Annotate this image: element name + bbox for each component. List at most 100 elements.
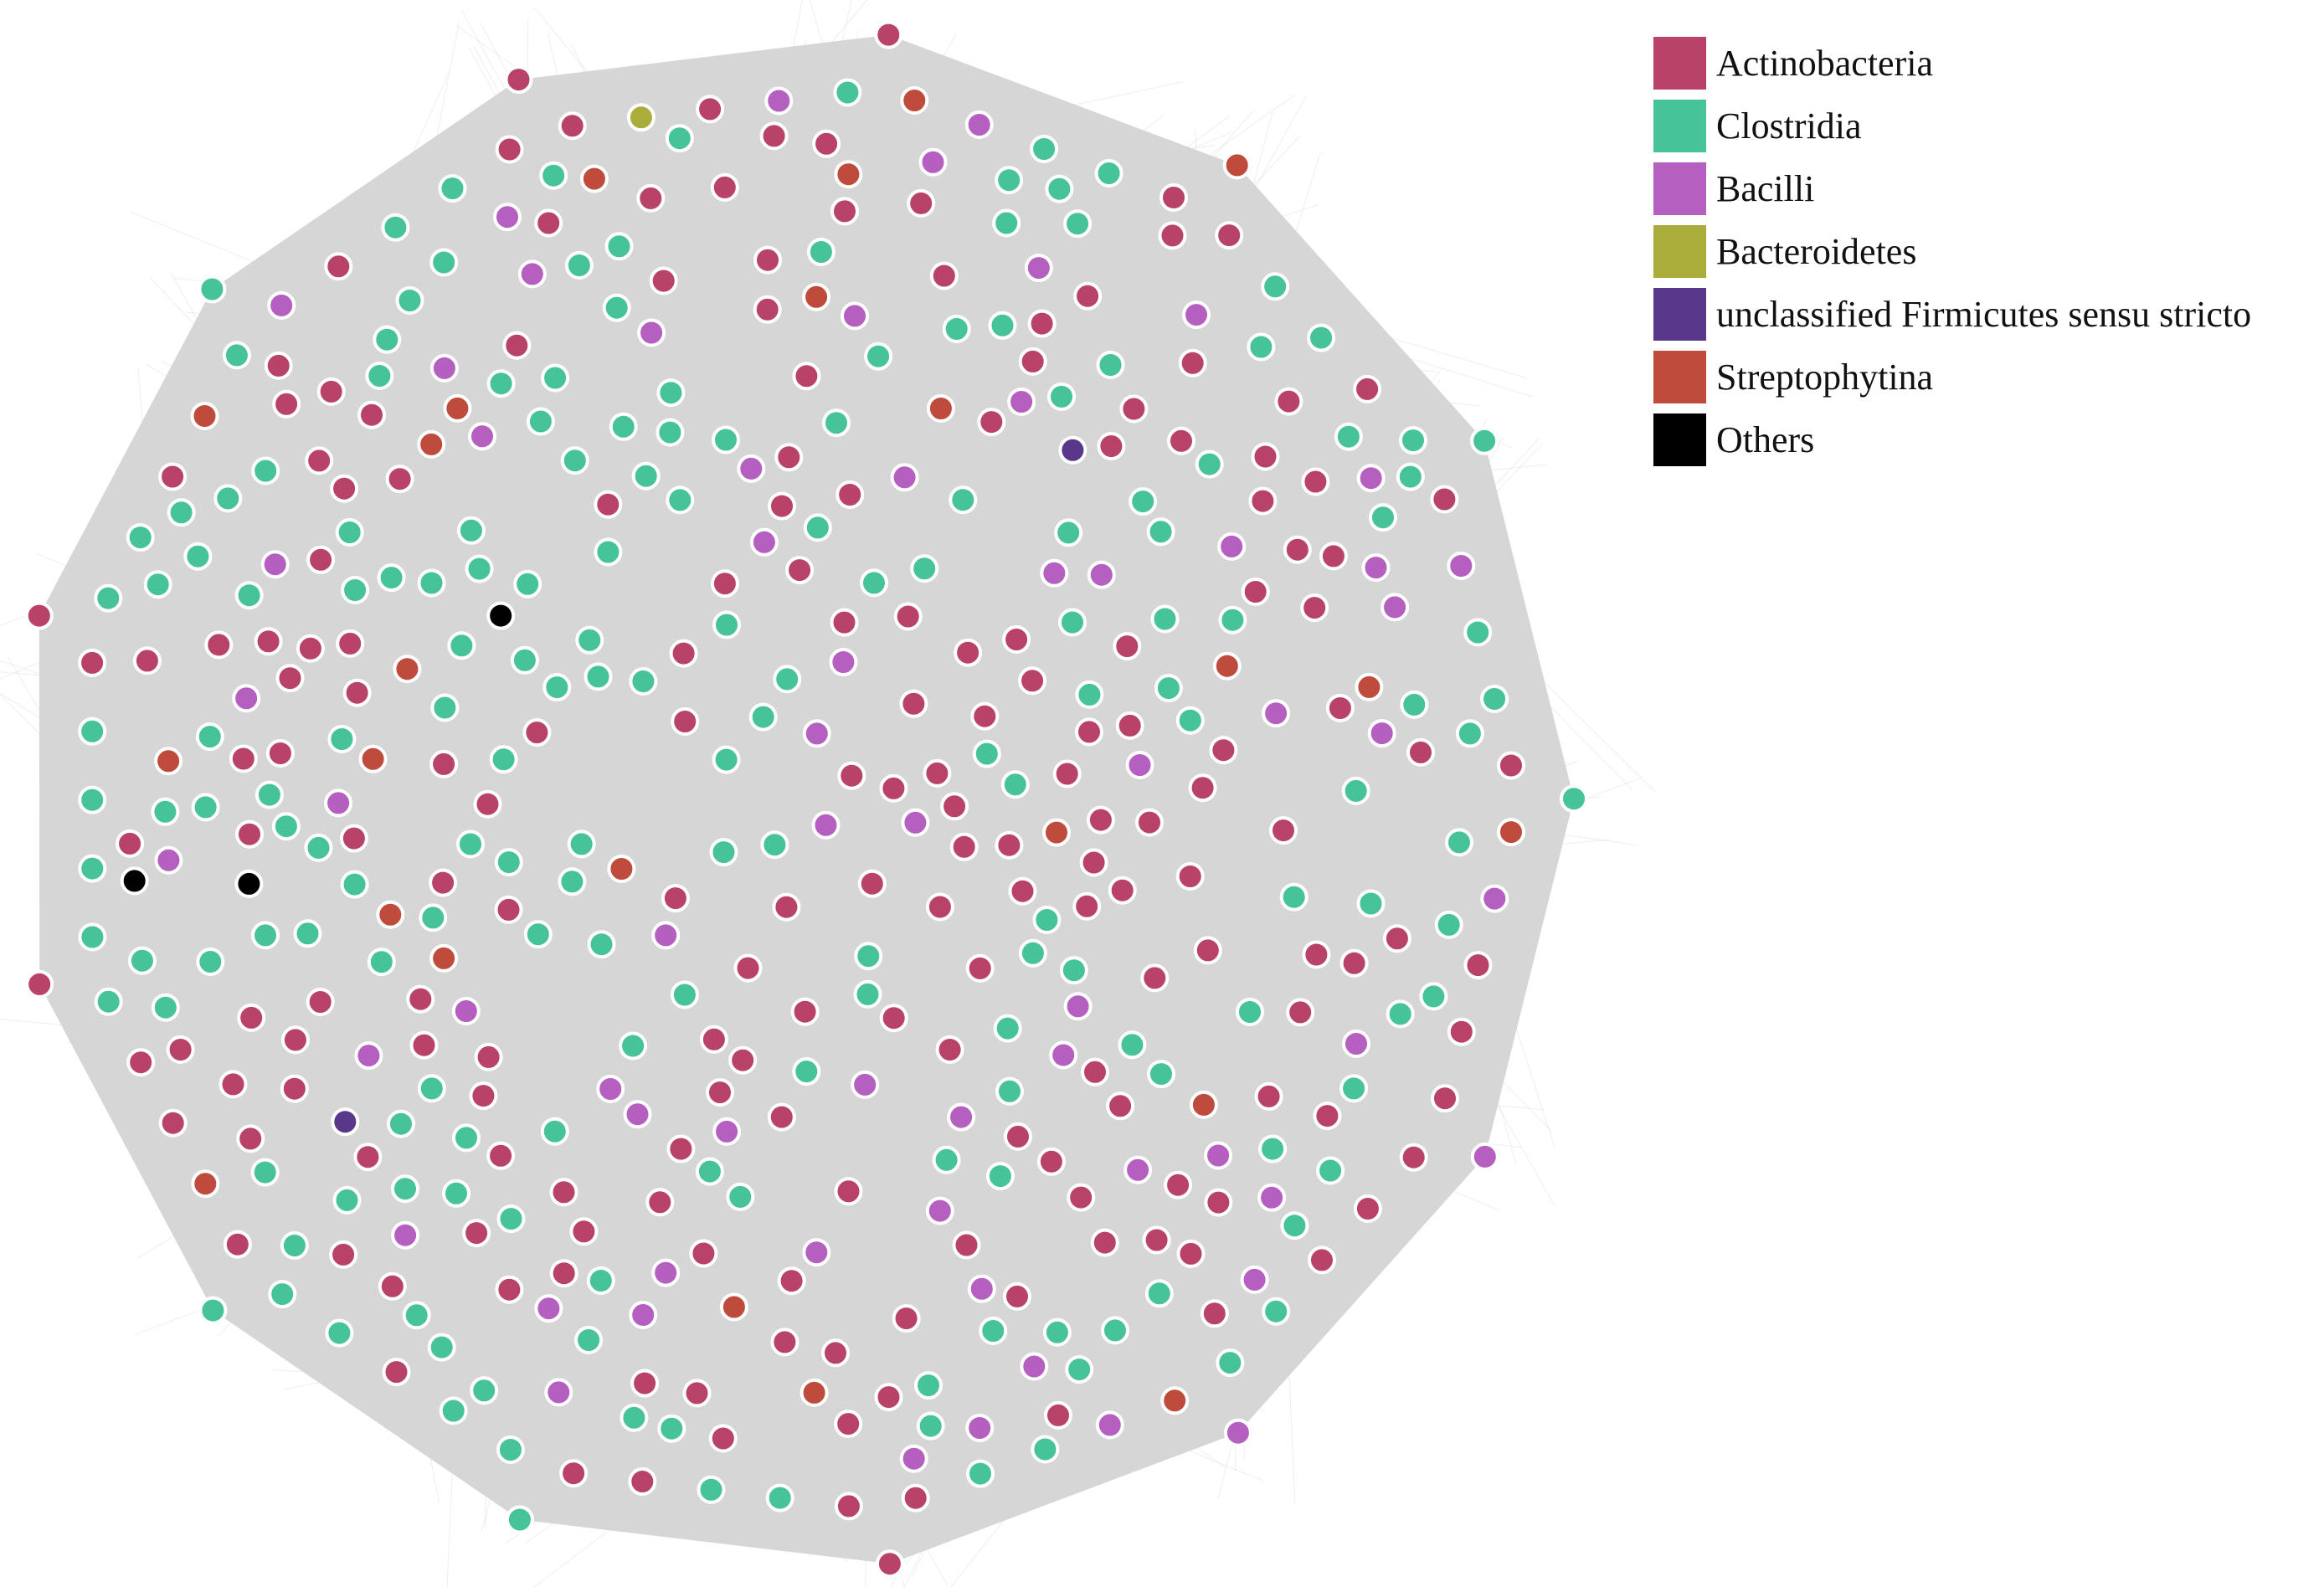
node-bacilli xyxy=(1240,1265,1269,1294)
node-bacilli xyxy=(1262,699,1291,728)
node-clostridia xyxy=(465,554,494,583)
node-actinobacteria xyxy=(204,630,234,660)
node-clostridia xyxy=(1147,1060,1175,1089)
node-bacilli xyxy=(811,810,841,840)
node-clostridia xyxy=(417,1074,446,1103)
node-streptophytina xyxy=(579,164,609,193)
node-actinobacteria xyxy=(494,895,523,924)
node-clostridia xyxy=(1258,1134,1288,1163)
node-streptophytina xyxy=(429,943,459,973)
node-clostridia xyxy=(1334,422,1363,451)
node-bacilli xyxy=(967,1274,996,1303)
node-clostridia xyxy=(712,610,741,639)
node-clostridia xyxy=(1144,1279,1174,1308)
node-clostridia xyxy=(760,830,789,860)
node-bacilli xyxy=(623,1100,652,1129)
node-clostridia xyxy=(567,829,596,859)
node-clostridia xyxy=(250,1158,280,1187)
node-bacilli xyxy=(1095,1410,1124,1440)
node-actinobacteria xyxy=(1097,432,1126,460)
node-actinobacteria xyxy=(965,953,995,983)
node-actinobacteria xyxy=(280,1025,310,1055)
node-actinobacteria xyxy=(1067,1183,1096,1212)
node-actinobacteria xyxy=(645,1188,675,1217)
node-clostridia xyxy=(966,1459,995,1488)
node-clostridia xyxy=(854,942,883,971)
node-clostridia xyxy=(367,948,396,977)
node-streptophytina xyxy=(358,744,388,773)
node-actinobacteria xyxy=(1204,1188,1233,1217)
node-clostridia xyxy=(325,1318,354,1348)
node-clostridia xyxy=(496,1204,526,1234)
node-clostridia xyxy=(949,485,978,515)
node-clostridia xyxy=(1042,1317,1072,1347)
legend-item-bacilli: Bacilli xyxy=(1653,162,2251,215)
node-actinobacteria xyxy=(925,892,954,922)
node-actinobacteria xyxy=(836,480,865,509)
node-actinobacteria xyxy=(409,1030,439,1060)
node-actinobacteria xyxy=(907,188,936,218)
node-actinobacteria xyxy=(710,172,739,202)
node-clostridia xyxy=(1560,784,1588,814)
node-clostridia xyxy=(167,498,196,527)
node-clostridia xyxy=(94,987,123,1016)
node-clostridia xyxy=(864,342,893,371)
node-clostridia xyxy=(806,238,836,266)
node-clostridia xyxy=(773,665,802,694)
node-bacilli xyxy=(324,788,353,818)
node-actinobacteria xyxy=(774,443,804,472)
node-clostridia xyxy=(327,725,357,753)
node-clostridia xyxy=(1386,999,1415,1029)
node-actinobacteria xyxy=(1188,773,1217,803)
node-bacteroidetes xyxy=(626,103,656,132)
node-clostridia xyxy=(666,485,695,515)
node-bacilli xyxy=(899,1444,928,1473)
node-clostridia xyxy=(1129,487,1158,516)
node-clostridia xyxy=(510,645,539,675)
node-actinobacteria xyxy=(473,789,502,819)
node-clostridia xyxy=(985,1162,1015,1191)
node-bacilli xyxy=(596,1075,625,1103)
node-actinobacteria xyxy=(116,829,145,858)
node-streptophytina xyxy=(154,747,183,776)
node-bacilli xyxy=(802,1238,831,1267)
node-clostridia xyxy=(1032,906,1062,934)
node-clostridia xyxy=(78,854,107,883)
node-clostridia xyxy=(656,378,686,408)
node-actinobacteria xyxy=(1086,805,1115,835)
legend-swatch xyxy=(1653,100,1706,152)
node-actinobacteria xyxy=(1430,485,1459,514)
node-clostridia xyxy=(198,1296,228,1325)
node-actinobacteria xyxy=(223,1230,252,1259)
node-actinobacteria xyxy=(834,1492,863,1521)
node-bacilli xyxy=(802,719,831,748)
node-actinobacteria xyxy=(1325,694,1355,722)
node-clostridia xyxy=(513,569,542,598)
node-clostridia xyxy=(151,993,180,1022)
node-actinobacteria xyxy=(339,824,368,853)
node-bacilli xyxy=(451,997,481,1025)
node-clostridia xyxy=(765,1483,794,1513)
node-streptophytina xyxy=(800,1378,829,1407)
node-bacilli xyxy=(1123,1155,1153,1184)
node-actinobacteria xyxy=(874,20,903,49)
node-actinobacteria xyxy=(24,601,54,630)
node-clostridia xyxy=(395,286,424,315)
node-clostridia xyxy=(470,1376,499,1405)
node-streptophytina xyxy=(802,282,831,311)
node-actinobacteria xyxy=(899,689,928,718)
legend-label: Bacilli xyxy=(1716,168,1815,209)
node-actinobacteria xyxy=(280,1074,309,1103)
node-clostridia xyxy=(657,1414,686,1443)
node-clostridia xyxy=(304,833,333,862)
node-actinobacteria xyxy=(792,362,821,391)
node-clostridia xyxy=(609,412,638,441)
node-clostridia xyxy=(665,124,694,153)
node-streptophytina xyxy=(1355,672,1384,701)
node-clostridia xyxy=(822,408,851,438)
node-actinobacteria xyxy=(1215,221,1244,250)
node-clostridia xyxy=(196,948,225,976)
node-clostridia xyxy=(584,662,613,691)
node-clostridia xyxy=(629,667,658,696)
node-clostridia xyxy=(910,554,939,583)
